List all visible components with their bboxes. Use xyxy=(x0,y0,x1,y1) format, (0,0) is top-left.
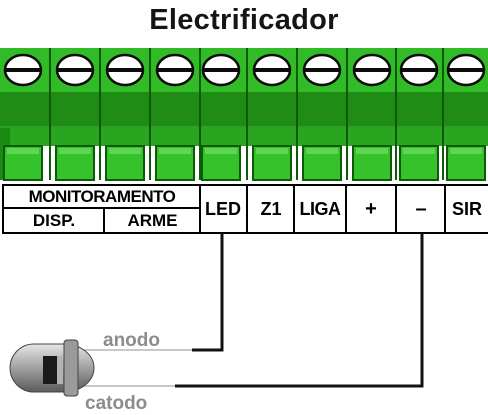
wires xyxy=(76,233,424,388)
terminal-label-led: LED xyxy=(205,199,241,219)
screw-icon xyxy=(446,53,486,87)
wire-clamp xyxy=(352,145,392,181)
wire-clamp xyxy=(446,145,486,181)
diagram-title: Electrificador xyxy=(149,4,339,36)
screw-icon xyxy=(55,53,95,87)
terminal-label-plus: + xyxy=(365,198,377,220)
led-icon xyxy=(9,339,95,397)
terminal-label-liga: LIGA xyxy=(299,199,342,219)
anode-wire xyxy=(192,233,224,352)
wire-clamp xyxy=(252,145,292,181)
sub-label-disp: DISP. xyxy=(32,211,76,230)
wire-clamp xyxy=(155,145,195,181)
screw-icon xyxy=(3,53,43,87)
sub-label-arme: ARME xyxy=(127,211,178,230)
cathode-wire xyxy=(175,233,424,388)
terminal-block xyxy=(0,48,488,181)
wire-clamp xyxy=(55,145,95,181)
screw-icon xyxy=(105,53,145,87)
screw-icon xyxy=(201,53,241,87)
screw-icon xyxy=(352,53,392,87)
label-table xyxy=(2,184,488,234)
terminal-label-z1: Z1 xyxy=(260,199,282,219)
cathode-label: catodo xyxy=(85,393,148,414)
terminal-label-sir: SIR xyxy=(451,199,482,219)
screw-icon xyxy=(252,53,292,87)
screw-icon xyxy=(399,53,439,87)
screw-icon xyxy=(155,53,195,87)
anode-label: anodo xyxy=(103,330,160,351)
wire-clamp xyxy=(3,145,43,181)
wire-clamp xyxy=(105,145,145,181)
wire-clamp xyxy=(302,145,342,181)
screw-icon xyxy=(302,53,342,87)
wire-clamp xyxy=(201,145,241,181)
terminal-label-minus: – xyxy=(415,198,427,220)
group-label-monitoramento: MONITORAMENTO xyxy=(28,187,176,206)
wire-clamp xyxy=(399,145,439,181)
